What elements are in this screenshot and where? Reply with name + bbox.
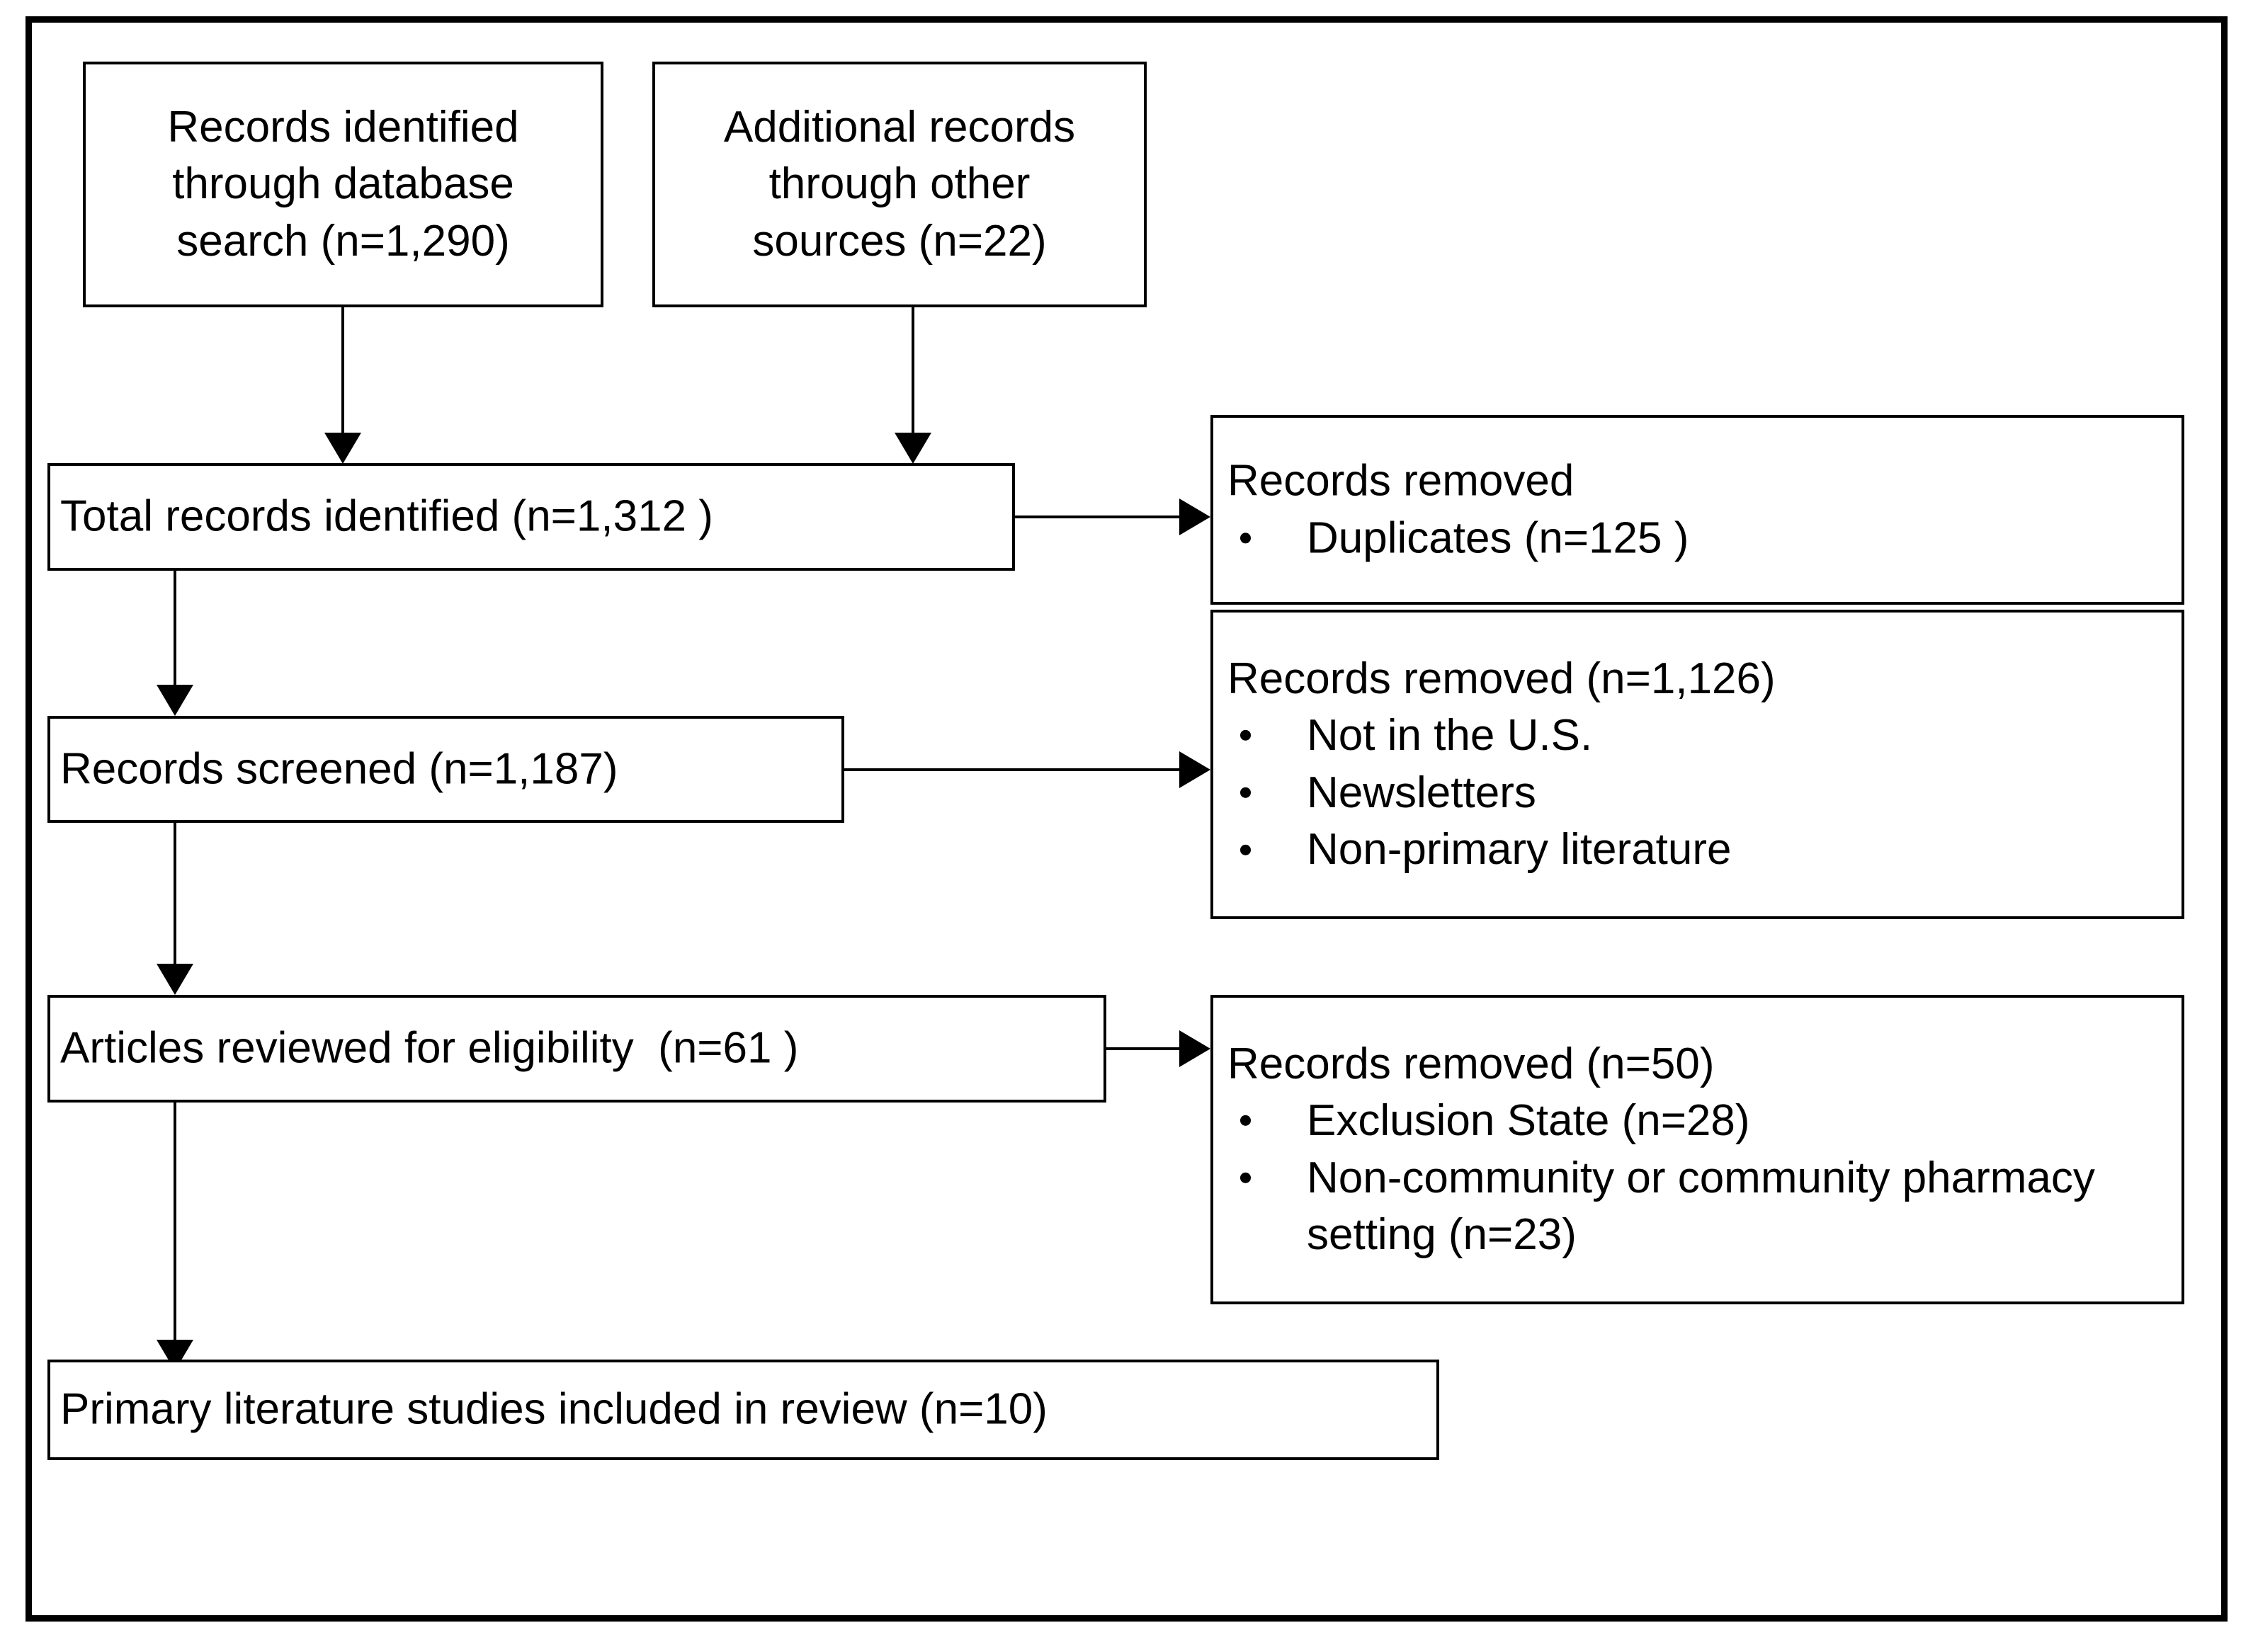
line-1: Primary literature studies included in r… [60, 1384, 1048, 1434]
removed-eligibility-bullet-list: Exclusion State (n=28) Non-community or … [1223, 1093, 2172, 1264]
list-item-label: Non-primary literature [1307, 825, 1732, 875]
box-articles-reviewed-eligibility: Articles reviewed for eligibility (n=61 … [47, 995, 1106, 1103]
bullet-dot-icon [1240, 844, 1251, 855]
connector-eligibility-to-removed [1106, 1047, 1185, 1050]
box-additional-records-other-sources-text: Additional records through other sources… [655, 99, 1144, 270]
list-item: Exclusion State (n=28) [1223, 1093, 2172, 1150]
removed-screening-bullet-list: Not in the U.S. Newsletters Non-primary … [1223, 707, 2172, 879]
box-records-removed-duplicates-text: Records removed Duplicates (n=125 ) [1213, 452, 2182, 566]
arrowhead-database-to-total [324, 433, 361, 464]
removed-eligibility-heading: Records removed (n=50) [1227, 1039, 1715, 1088]
list-item: Non-primary literature [1223, 821, 2172, 879]
box-records-removed-eligibility-text: Records removed (n=50) Exclusion State (… [1213, 1035, 2182, 1263]
line-1: Additional records [723, 102, 1076, 152]
box-primary-literature-included-text: Primary literature studies included in r… [50, 1382, 1436, 1439]
box-records-removed-duplicates: Records removed Duplicates (n=125 ) [1210, 415, 2184, 605]
list-item-label: Newsletters [1307, 768, 1536, 817]
line-2: through database [172, 159, 514, 209]
box-additional-records-other-sources: Additional records through other sources… [652, 62, 1147, 307]
bullet-dot-icon [1240, 1115, 1251, 1127]
line-1: Records identified [167, 102, 519, 152]
connector-total-to-duplicates [1015, 515, 1185, 518]
bullet-dot-icon [1240, 787, 1251, 798]
arrowhead-total-to-screened [157, 685, 193, 716]
removed-screening-heading: Records removed (n=1,126) [1227, 654, 1776, 703]
connector-screened-to-removed [844, 768, 1185, 771]
bullet-dot-icon [1240, 532, 1251, 544]
list-item-label: Exclusion State (n=28) [1307, 1095, 1750, 1145]
box-records-identified-database: Records identified through database sear… [83, 62, 603, 307]
line-1: Total records identified (n=1,312 ) [60, 491, 713, 541]
bullet-dot-icon [1240, 1172, 1251, 1183]
box-records-removed-screening: Records removed (n=1,126) Not in the U.S… [1210, 610, 2184, 919]
removed-duplicates-heading: Records removed [1227, 456, 1575, 506]
removed-duplicates-bullet-list: Duplicates (n=125 ) [1223, 510, 2172, 567]
list-item: Non-community or community pharmacy sett… [1223, 1150, 2172, 1264]
connector-eligibility-to-included [174, 1103, 176, 1343]
box-articles-reviewed-eligibility-text: Articles reviewed for eligibility (n=61 … [50, 1020, 1104, 1078]
arrowhead-screened-to-eligibility [157, 964, 193, 995]
box-records-removed-screening-text: Records removed (n=1,126) Not in the U.S… [1213, 650, 2182, 878]
line-1: Records screened (n=1,187) [60, 744, 618, 794]
box-total-records-identified: Total records identified (n=1,312 ) [47, 463, 1015, 571]
list-item: Newsletters [1223, 765, 2172, 822]
box-records-screened: Records screened (n=1,187) [47, 716, 844, 823]
line-3: search (n=1,290) [176, 216, 510, 266]
connector-other-to-total [912, 307, 914, 436]
list-item-label: Duplicates (n=125 ) [1307, 513, 1689, 562]
line-1: Articles reviewed for eligibility (n=61 … [60, 1023, 799, 1073]
arrowhead-other-to-total [895, 433, 931, 464]
list-item-label: Non-community or community pharmacy sett… [1307, 1153, 2108, 1260]
box-records-screened-text: Records screened (n=1,187) [50, 741, 841, 798]
arrowhead-eligibility-to-removed [1179, 1030, 1210, 1067]
bullet-dot-icon [1240, 730, 1251, 741]
list-item: Duplicates (n=125 ) [1223, 510, 2172, 567]
box-primary-literature-included: Primary literature studies included in r… [47, 1360, 1439, 1460]
connector-database-to-total [341, 307, 344, 436]
diagram-outer-frame: Records identified through database sear… [25, 16, 2228, 1622]
line-3: sources (n=22) [752, 216, 1047, 266]
box-records-identified-database-text: Records identified through database sear… [86, 99, 601, 270]
connector-screened-to-eligibility [174, 823, 176, 967]
box-records-removed-eligibility: Records removed (n=50) Exclusion State (… [1210, 995, 2184, 1304]
list-item: Not in the U.S. [1223, 707, 2172, 765]
arrowhead-total-to-duplicates [1179, 499, 1210, 535]
box-total-records-identified-text: Total records identified (n=1,312 ) [50, 489, 1012, 546]
connector-total-to-screened [174, 571, 176, 688]
line-2: through other [768, 159, 1031, 209]
arrowhead-screened-to-removed [1179, 751, 1210, 788]
list-item-label: Not in the U.S. [1307, 710, 1593, 760]
